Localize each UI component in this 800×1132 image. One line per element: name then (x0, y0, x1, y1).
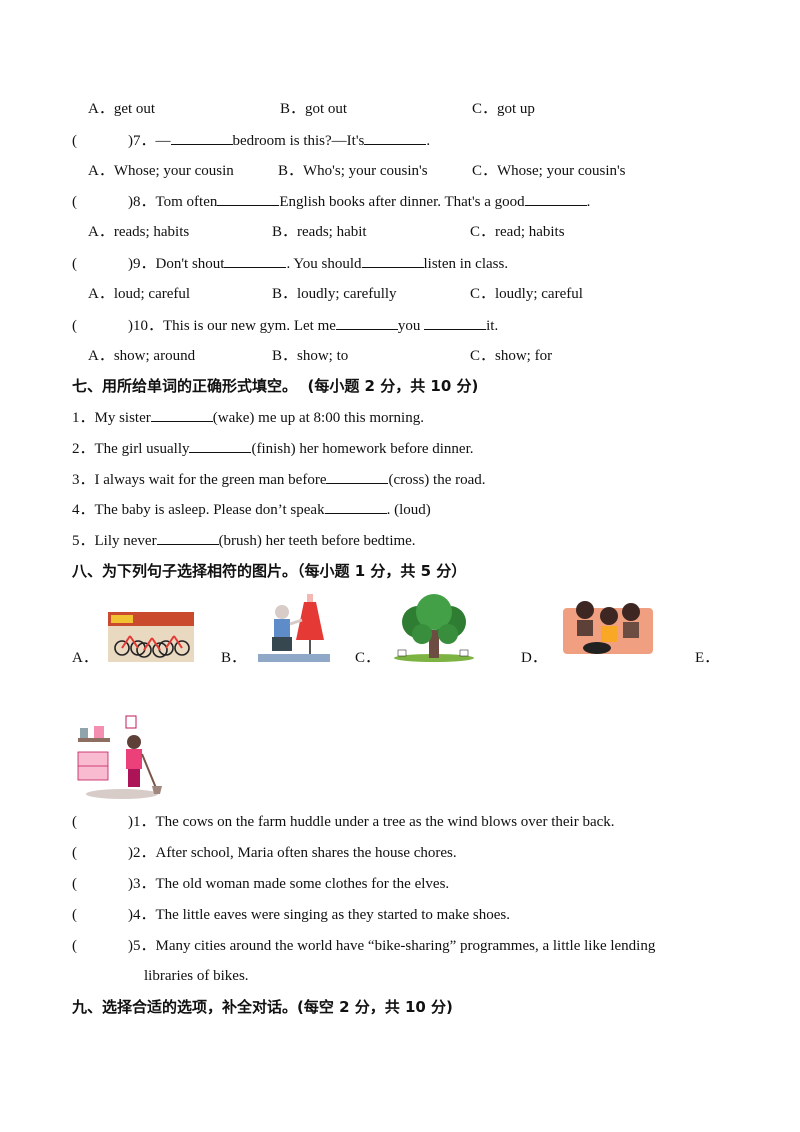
match-item-5: ()5．Many cities around the world have “b… (72, 938, 656, 954)
picture-label-d: D． (521, 650, 547, 666)
picture-label-e: E． (695, 650, 720, 666)
option-a: A．Whose; your cousin (88, 163, 234, 179)
answer-blank[interactable] (424, 315, 487, 330)
answer-blank[interactable] (189, 438, 252, 453)
picture-label-c: C． (355, 650, 381, 666)
answer-blank[interactable] (150, 407, 213, 422)
option-a: A．loud; careful (88, 286, 191, 302)
match-item-3: ()3．The old woman made some clothes for … (72, 876, 450, 892)
option-c: C．read; habits (470, 224, 565, 240)
match-item-4: ()4．The little eaves were singing as the… (72, 907, 510, 923)
section-8-heading: 八、为下列句子选择相符的图片。（每小题 1 分，共 5 分） (72, 562, 467, 580)
answer-blank[interactable] (324, 499, 387, 514)
bike-sharing-picture (108, 612, 194, 662)
picture-label-a: A． (72, 650, 98, 666)
option-c: C．Whose; your cousin's (472, 163, 626, 179)
option-a: A．reads; habits (88, 224, 190, 240)
fill-item-5: 5．Lily never(brush) her teeth before bed… (72, 530, 416, 551)
option-b: B．reads; habit (272, 224, 367, 240)
option-b: B．Who's; your cousin's (278, 163, 428, 179)
option-c: C．show; for (470, 348, 553, 364)
question-7: ()7．—bedroom is this?—It's. (72, 130, 430, 151)
tree-picture (392, 594, 476, 662)
answer-blank[interactable] (217, 191, 280, 206)
picture-label-b: B． (221, 650, 247, 666)
answer-blank[interactable] (524, 191, 587, 206)
sewing-clothes-picture (258, 590, 330, 662)
match-item-5-continuation: libraries of bikes. (144, 968, 249, 984)
answer-blank[interactable] (156, 530, 219, 545)
answer-blank[interactable] (326, 469, 389, 484)
option-a: A．get out (88, 101, 156, 117)
answer-blank[interactable] (335, 315, 398, 330)
option-b: B．got out (280, 101, 348, 117)
section-7-heading: 七、用所给单词的正确形式填空。 (每小题 2 分，共 10 分) (72, 377, 479, 395)
answer-blank[interactable] (364, 130, 427, 145)
answer-blank[interactable] (361, 253, 424, 268)
house-chores-picture (74, 714, 164, 800)
answer-blank[interactable] (224, 253, 287, 268)
fill-item-4: 4．The baby is asleep. Please don’t speak… (72, 499, 431, 520)
elves-singing-picture (563, 598, 653, 658)
fill-item-1: 1．My sister(wake) me up at 8:00 this mor… (72, 407, 424, 428)
answer-blank[interactable] (170, 130, 233, 145)
option-c: C．loudly; careful (470, 286, 583, 302)
fill-item-3: 3．I always wait for the green man before… (72, 469, 486, 490)
option-c: C．got up (472, 101, 535, 117)
option-b: B．loudly; carefully (272, 286, 397, 302)
match-item-1: ()1．The cows on the farm huddle under a … (72, 814, 615, 830)
match-item-2: ()2．After school, Maria often shares the… (72, 845, 457, 861)
section-9-heading: 九、选择合适的选项，补全对话。(每空 2 分，共 10 分) (72, 998, 453, 1016)
option-b: B．show; to (272, 348, 349, 364)
option-a: A．show; around (88, 348, 196, 364)
fill-item-2: 2．The girl usually(finish) her homework … (72, 438, 474, 459)
